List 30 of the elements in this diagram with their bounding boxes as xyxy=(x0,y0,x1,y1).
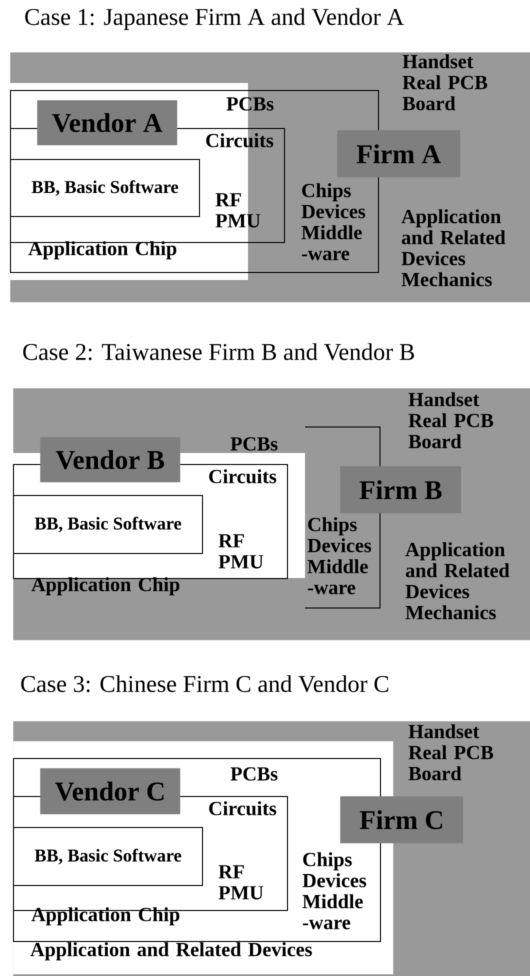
box-text: RF PMU xyxy=(218,865,264,900)
box-text: Circuits xyxy=(209,801,276,816)
label-box: Firm A xyxy=(337,130,460,178)
box-text: Circuits xyxy=(206,133,274,148)
box-text: Application Chip xyxy=(31,907,180,926)
box-text: Handset Real PCB Board xyxy=(408,724,494,780)
box-text: Chips Devices Middle -ware xyxy=(302,183,366,260)
box-text: PCBs xyxy=(230,437,278,451)
box-text: Application and Related Devices Mechanics xyxy=(401,209,506,286)
case-title: Case 1: Japanese Firm A and Vendor A xyxy=(25,8,404,30)
case-title: Case 3: Chinese Firm C and Vendor C xyxy=(21,675,388,692)
label-box: Firm C xyxy=(340,796,464,844)
box-text: Circuits xyxy=(209,469,276,484)
case-title: Case 2: Taiwanese Firm B and Vendor B xyxy=(23,343,414,360)
box-text: RF PMU xyxy=(216,193,260,228)
label-box: Vendor A xyxy=(37,100,178,146)
outline-box: BB, Basic Software xyxy=(13,827,203,886)
box-text: Application and Related Devices Mechanics xyxy=(405,542,510,620)
box-text: Chips Devices Middle -ware xyxy=(302,852,366,930)
label-box: Vendor B xyxy=(40,437,180,482)
label-box: Vendor C xyxy=(40,768,180,814)
box-text: Application and Related Devices xyxy=(30,942,312,960)
box-text: RF PMU xyxy=(218,534,264,568)
outline-box: BB, Basic Software xyxy=(10,159,200,217)
box-text: Handset Real PCB Board xyxy=(402,54,488,110)
outline-box: BB, Basic Software xyxy=(13,495,203,554)
label-box: Firm B xyxy=(340,466,462,514)
box-text: Chips Devices Middle -ware xyxy=(308,517,372,594)
box-text: PCBs xyxy=(230,767,278,781)
box-text: Handset Real PCB Board xyxy=(408,392,494,448)
